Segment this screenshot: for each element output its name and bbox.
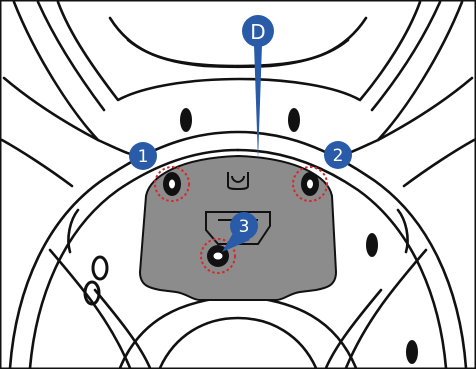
callout-3-label: 3 [239,217,250,237]
callout-2: 2 [324,141,352,169]
callout-1-label: 1 [138,147,149,167]
callout-1: 1 [129,142,157,170]
callout-d-label: D [250,20,265,44]
callout-2-label: 2 [333,146,344,166]
